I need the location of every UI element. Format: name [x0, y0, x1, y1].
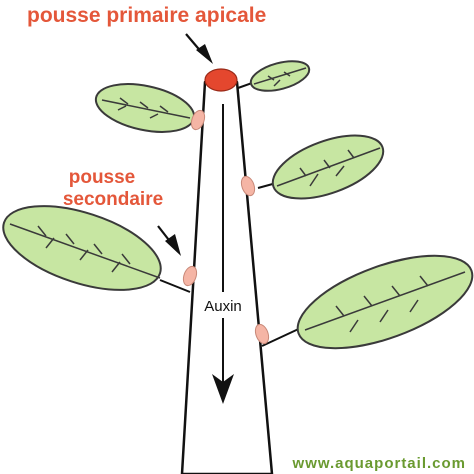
auxin-flow-arrow: [212, 104, 234, 404]
secondary-pointer-arrow: [157, 225, 181, 256]
secondary-shoot-label-line1: pousse: [69, 167, 136, 188]
leaf-upper-left: [94, 83, 198, 133]
arrow-down-icon: [196, 44, 213, 64]
leaf-top-right: [237, 60, 311, 92]
bud-lower-right: [254, 323, 270, 345]
bud-middle-right: [240, 175, 256, 197]
arrow-down-icon: [165, 234, 181, 256]
apical-pointer-arrow: [185, 33, 213, 64]
arrow-down-icon: [212, 374, 234, 404]
apical-shoot-label: pousse primaire apicale: [27, 4, 266, 27]
apical-bud: [204, 68, 238, 92]
leaf-middle-right: [257, 134, 385, 200]
bud-upper-left: [190, 109, 206, 131]
watermark: www.aquaportail.com: [292, 455, 466, 472]
secondary-shoot-label-line2: secondaire: [63, 189, 163, 210]
bud-lower-left: [182, 265, 198, 287]
leaf-lower-left: [2, 205, 191, 293]
leaf-lower-right: [261, 254, 474, 350]
auxin-label: Auxin: [204, 298, 242, 315]
